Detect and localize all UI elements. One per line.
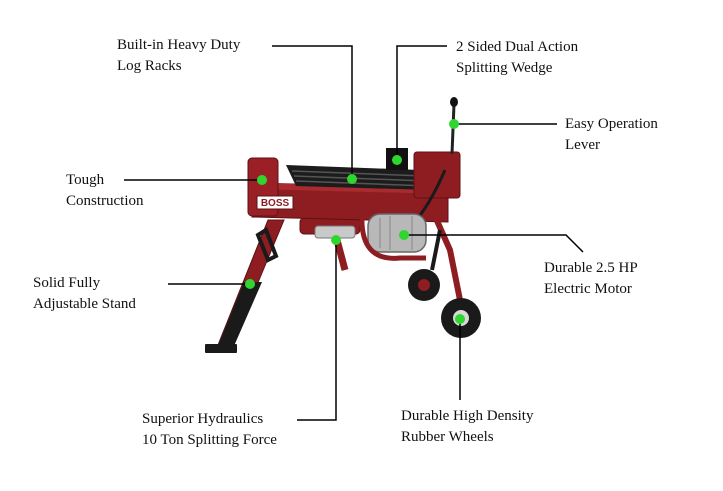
callout-wedge-line2: Splitting Wedge [456, 60, 553, 76]
callout-construction-line2: Construction [66, 193, 144, 209]
callout-wheels-line2: Rubber Wheels [401, 429, 494, 445]
operation-lever [450, 103, 456, 155]
dot-log-racks [347, 174, 357, 184]
callout-hydraulics: Superior Hydraulics 10 Ton Splitting For… [142, 409, 277, 451]
leader-hydraulics [297, 240, 337, 421]
log-rack [286, 165, 430, 190]
callout-log-racks-line2: Log Racks [117, 58, 182, 74]
callout-wheels: Durable High Density Rubber Wheels [401, 406, 533, 448]
callout-stand-line1: Solid Fully [33, 275, 101, 291]
dot-lever [449, 119, 459, 129]
callout-lever-line1: Easy Operation [565, 116, 658, 132]
callout-lever: Easy Operation Lever [565, 114, 658, 156]
pump-housing [413, 151, 461, 199]
callout-log-racks: Built-in Heavy Duty Log Racks [117, 35, 240, 77]
callout-wedge-line1: 2 Sided Dual Action [456, 39, 579, 55]
callout-lever-line2: Lever [565, 137, 600, 153]
leader-wedge [396, 45, 447, 160]
leader-log-racks [272, 45, 353, 179]
dot-stand [245, 279, 255, 289]
callout-construction-line1: Tough [66, 172, 105, 188]
callout-stand: Solid Fully Adjustable Stand [33, 273, 136, 315]
callout-dots [245, 119, 465, 324]
callout-construction: Tough Construction [66, 170, 144, 212]
callout-log-racks-line1: Built-in Heavy Duty [117, 37, 241, 53]
callout-hydraulics-line2: 10 Ton Splitting Force [142, 432, 277, 448]
log-splitter-machine: BOSS [205, 97, 481, 353]
dot-wheels [455, 314, 465, 324]
callout-wedge: 2 Sided Dual Action Splitting Wedge [456, 37, 578, 79]
callout-stand-line2: Adjustable Stand [33, 296, 136, 312]
callout-motor-line1: Durable 2.5 HP [544, 260, 638, 276]
brand-logo [256, 195, 294, 210]
dot-hydraulics [331, 235, 341, 245]
callout-motor-line2: Electric Motor [544, 281, 632, 297]
callout-wheels-line1: Durable High Density [401, 408, 534, 424]
electric-motor [367, 213, 427, 253]
dot-construction [257, 175, 267, 185]
callout-motor: Durable 2.5 HP Electric Motor [544, 258, 638, 300]
dot-wedge [392, 155, 402, 165]
leader-motor [404, 234, 584, 253]
leader-lines [124, 45, 584, 421]
dot-motor [399, 230, 409, 240]
callout-hydraulics-line1: Superior Hydraulics [142, 411, 264, 427]
brand-logo-text: BOSS [261, 198, 290, 209]
stand-foot [205, 344, 237, 353]
